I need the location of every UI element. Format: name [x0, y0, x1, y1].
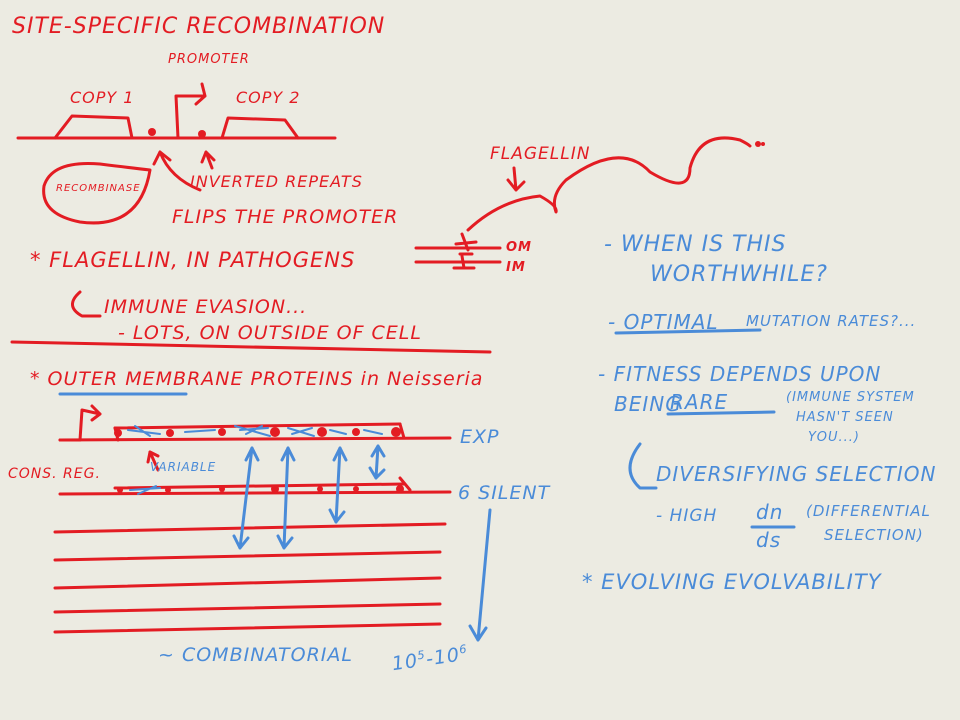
arrow-to-repeat-2: [200, 150, 216, 170]
silent-gene-top: [113, 482, 406, 490]
cons-reg-arrow: [58, 404, 102, 442]
variable-arrow: [146, 450, 160, 472]
question-worthwhile: WORTHWHILE?: [650, 262, 828, 287]
note-immune-evasion: IMMUNE EVASION...: [104, 296, 308, 318]
rare-underline: [666, 410, 776, 416]
note-being: BEING: [614, 392, 682, 416]
fraction-dn: dn: [756, 500, 784, 524]
arrow-to-repeat-1: [152, 150, 202, 192]
silent-locus: [58, 476, 452, 496]
swap-arrow-3: [328, 446, 348, 524]
filament-tip-1: [755, 141, 761, 147]
silent-line: [58, 490, 452, 496]
swap-arrow-1: [232, 446, 260, 550]
filament-tip-2: [761, 142, 765, 146]
optimal-underline: [614, 328, 762, 335]
note-mutation-rates: MUTATION RATES?...: [746, 312, 917, 330]
note-fitness-depends: - FITNESS DEPENDS UPON: [598, 362, 882, 386]
diversifying-hook: [628, 442, 658, 490]
label-silent-copies: 6 SILENT: [458, 482, 551, 504]
note-outer-membrane-proteins: * OUTER MEMBRANE PROTEINS in Neisseria: [30, 368, 484, 390]
flagellum-filament: [466, 136, 752, 232]
note-immune-system: (IMMUNE SYSTEM: [786, 390, 915, 405]
label-flagellin: FLAGELLIN: [490, 144, 591, 164]
label-inner-membrane-im: IM: [506, 260, 526, 275]
inverted-repeat-2: [198, 130, 206, 138]
blue-arrows: [58, 328, 796, 642]
swap-arrow-2: [276, 446, 296, 550]
note-differential: (DIFFERENTIAL: [806, 502, 931, 520]
fraction-ds: ds: [756, 528, 782, 552]
silent-gene-tip: [398, 476, 412, 492]
note-selection: SELECTION): [824, 526, 924, 544]
flagellin-arrow: [506, 166, 526, 192]
note-you: YOU...): [808, 430, 860, 445]
note-high: - HIGH: [656, 506, 718, 526]
label-flips-promoter: FLIPS THE PROMOTER: [172, 206, 399, 228]
label-exp-locus: EXP: [460, 426, 500, 448]
note-hasnt-seen: HASN'T SEEN: [796, 410, 894, 425]
question-when-is-this: - WHEN IS THIS: [604, 232, 787, 257]
silent-down-arrow: [468, 508, 492, 642]
exp-repeats: [114, 427, 401, 437]
red-dots: [148, 128, 765, 147]
silent-variable-hatching: [129, 485, 161, 495]
underline-divider-1: [10, 340, 492, 354]
note-flagellin-pathogens: * FLAGELLIN, IN PATHOGENS: [30, 248, 356, 272]
label-conserved-region: CONS. REG.: [8, 466, 101, 482]
exp-gene-top: [113, 422, 402, 430]
promoter-arrow: [174, 82, 207, 140]
label-recombinase: RECOMBINASE: [56, 183, 141, 194]
label-variable: VARIABLE: [150, 460, 217, 474]
silent-repeats: [117, 485, 404, 493]
swap-arrow-4: [368, 444, 386, 480]
note-evolving-evolvability: * EVOLVING EVOLVABILITY: [582, 570, 882, 594]
title-site-specific-recombination: SITE-SPECIFIC RECOMBINATION: [12, 14, 386, 39]
note-diversifying-selection: DIVERSIFYING SELECTION: [656, 462, 937, 486]
immune-evasion-hook: [71, 290, 102, 318]
copy1-gene: [53, 114, 134, 140]
label-copy-2: COPY 2: [236, 88, 301, 107]
exp-variable-hatching: [127, 425, 383, 437]
basal-body: [452, 232, 478, 270]
note-optimal: - OPTIMAL: [608, 310, 719, 334]
label-copy-1: COPY 1: [70, 88, 135, 107]
exp-gene-tip: [398, 422, 406, 440]
note-rare: RARE: [670, 390, 729, 414]
label-inverted-repeats: INVERTED REPEATS: [190, 172, 363, 191]
recombinase-blob: [42, 161, 152, 225]
label-outer-membrane-om: OM: [506, 240, 532, 255]
label-promoter: PROMOTER: [168, 52, 250, 67]
exp-line: [58, 436, 452, 442]
additional-silent-copies: [53, 522, 447, 634]
copy2-gene: [220, 116, 300, 140]
inverted-repeat-1: [148, 128, 156, 136]
label-combinatorial: ~ COMBINATORIAL: [158, 644, 353, 666]
red-sketches: [10, 82, 752, 472]
note-lots-outside-cell: - LOTS, ON OUTSIDE OF CELL: [118, 322, 422, 344]
